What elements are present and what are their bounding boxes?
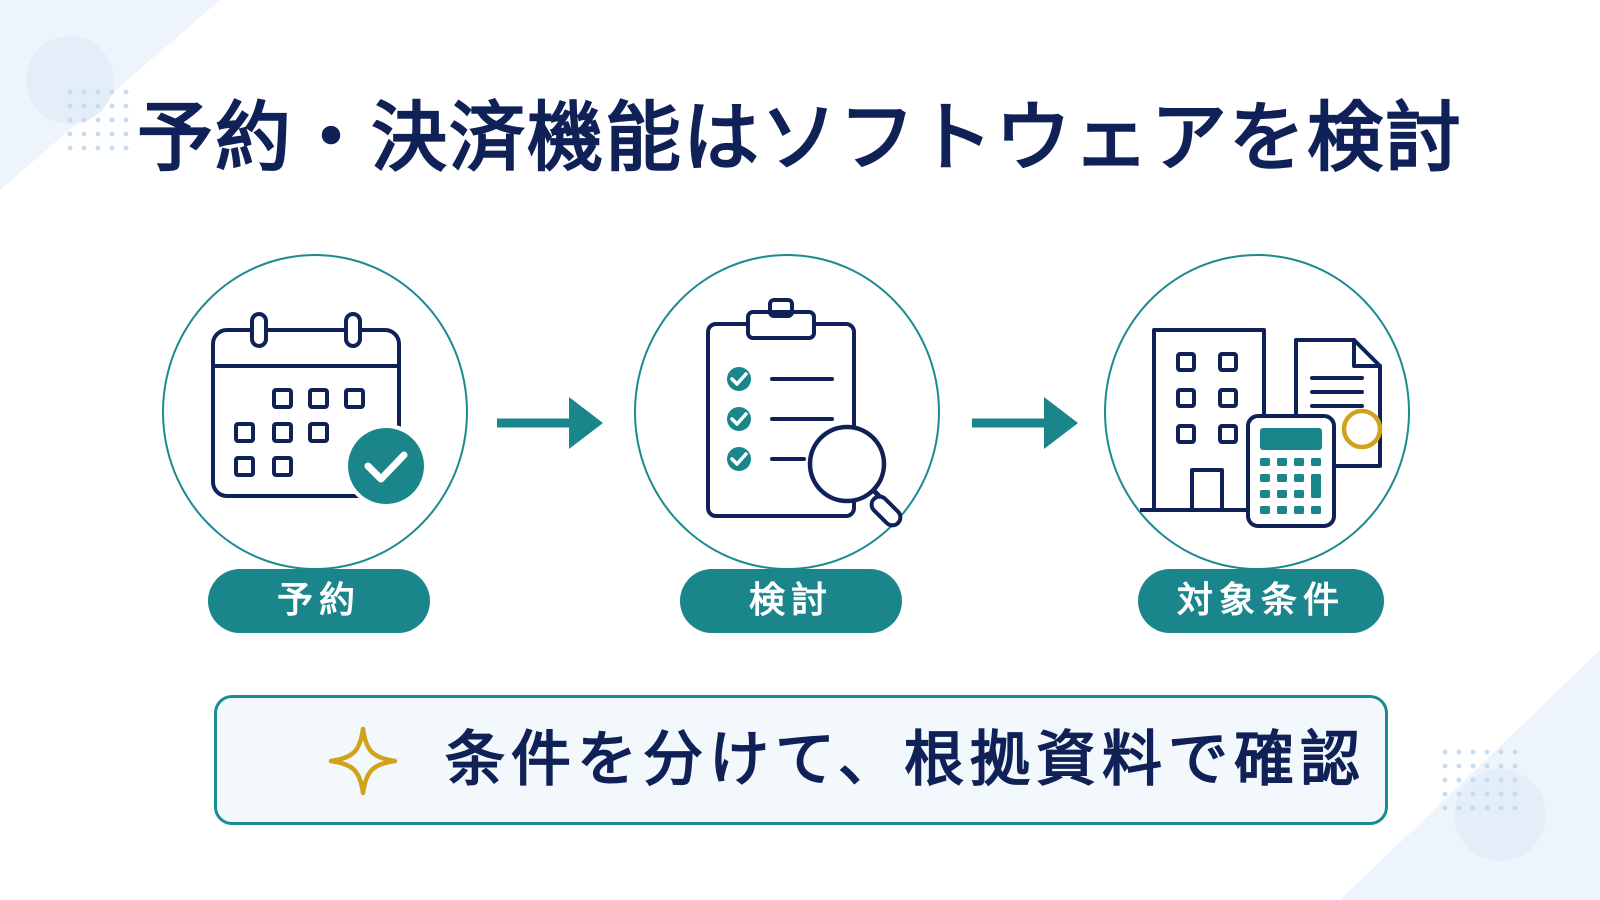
arrow-right-icon — [972, 397, 1078, 449]
step-label-reservation: 予約 — [208, 569, 430, 633]
sparkle-icon — [328, 726, 398, 796]
callout-text: 条件を分けて、根拠資料で確認 — [445, 725, 1366, 795]
page-title: 予約・決済機能はソフトウェアを検討 — [137, 93, 1463, 182]
callout-banner: 条件を分けて、根拠資料で確認 — [214, 695, 1388, 825]
step-label-review: 検討 — [680, 569, 902, 633]
arrow-right-icon — [497, 397, 603, 449]
building-calculator-document-icon — [1140, 328, 1383, 528]
clipboard-search-icon — [706, 298, 903, 528]
step-label-conditions: 対象条件 — [1138, 569, 1384, 633]
calendar-check-icon — [211, 312, 428, 508]
